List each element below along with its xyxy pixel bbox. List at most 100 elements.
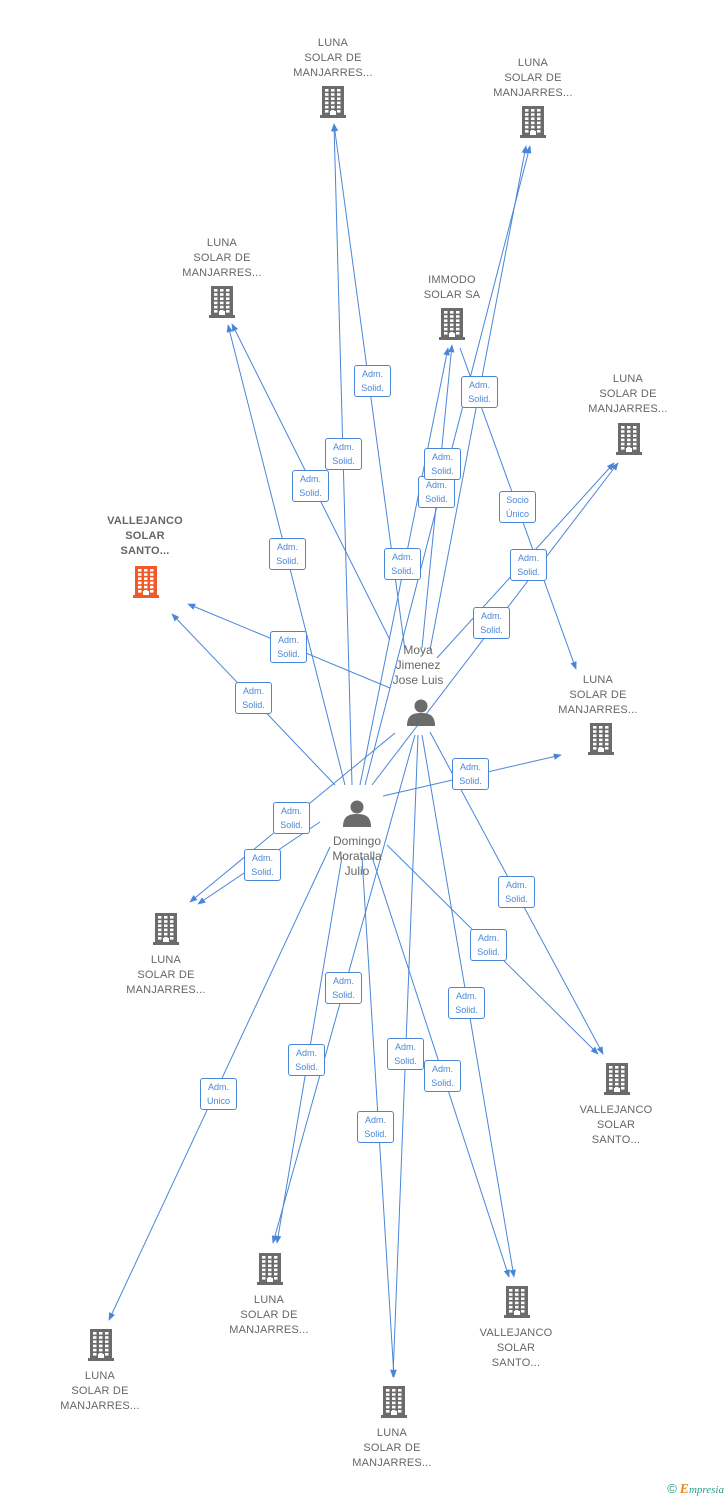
edge-label-line: Unico [206,1096,230,1106]
edge-label[interactable]: Adm. Solid. [325,972,362,1004]
node-label-line: SOLAR DE [137,969,195,981]
edge-label-line: Adm. [361,369,383,379]
edge-label[interactable]: Adm.Solid. [418,476,455,508]
building-icon[interactable] [88,1329,114,1361]
edge-label[interactable]: Adm.Solid. [235,682,272,714]
building-icon[interactable] [604,1063,630,1095]
building-icon[interactable] [320,86,346,118]
edge-label-line: Solid. [505,894,528,904]
edge-label-line: Adm. [391,552,413,562]
node-label-line: LUNA [150,954,182,966]
edge-label[interactable]: Adm.Solid. [452,758,489,790]
node-label-line: Domingo [332,834,382,848]
node-label-line: Jose Luis [392,673,444,687]
node-label-line: MANJARRES... [558,704,638,716]
edge-label-line: Adm. [332,976,354,986]
edge-label-line: Adm. [425,480,447,490]
edge-label[interactable]: Adm.Solid. [325,438,362,470]
edge-label[interactable]: Adm.Solid. [270,631,307,663]
edge-label-line: Solid. [431,1078,454,1088]
node-label-line: LUNA [206,237,238,249]
node-label-line: SOLAR DE [504,72,562,84]
edge-label[interactable]: Adm.Solid. [273,802,310,834]
edge-label-line: Adm. [276,542,298,552]
node-label-line: SANTO... [591,1134,641,1146]
building-icon[interactable] [153,913,179,945]
node-label-line: VALLEJANCO [579,1104,653,1116]
node-label-line: LUNA [317,37,349,49]
edge-label-line: Adm. [455,991,477,1001]
edge-label-line: Socio [506,495,529,505]
node-label-line: LUNA [376,1427,408,1439]
edge-label-line: Solid. [517,567,540,577]
node-label-line: SOLAR DE [599,388,657,400]
edge-label[interactable]: Adm.Solid. [470,929,507,961]
building-icon[interactable] [520,106,546,138]
edge-label[interactable]: Adm.Solid. [387,1038,424,1070]
edge-label[interactable]: Adm.Solid. [473,607,510,639]
building-icon[interactable] [504,1286,530,1318]
edge-label-line: Adm. [468,380,490,390]
building-icon[interactable] [381,1386,407,1418]
company-label[interactable]: LUNA SOLAR DE MANJARRES... [101,953,231,998]
edge-label[interactable]: Adm.Solid. [269,538,306,570]
edge-label[interactable]: Adm. Solid. [292,470,329,502]
edge-label[interactable]: Adm.Solid. [244,849,281,881]
node-label-line: SANTO... [491,1357,541,1369]
edge-label[interactable]: Adm.Solid. [424,1060,461,1092]
edge-label[interactable]: Adm.Solid. [357,1111,394,1143]
edge-label-line: Solid. [299,488,322,498]
building-icon[interactable] [439,308,465,340]
edge-label-line: Solid. [361,383,384,393]
node-label-line: LUNA [582,674,614,686]
node-label-line: MANJARRES... [293,67,373,79]
edge-label-line: Adm. [207,1082,229,1092]
building-icon[interactable] [257,1253,283,1285]
edge-label-line: Solid. [332,456,355,466]
node-label-line: MANJARRES... [60,1400,140,1412]
person-icon[interactable] [343,800,371,828]
edge-label-line: Adm. [459,762,481,772]
edge-label[interactable]: Adm.Solid. [288,1044,325,1076]
edge-label-line: Adm. [517,553,539,563]
edge-label[interactable]: Adm. Solid. [461,376,498,408]
edge-label-line: Adm. [280,806,302,816]
edge-label[interactable]: Adm. Unico [200,1078,237,1110]
edge-label[interactable]: Adm. Solid. [510,549,547,581]
building-icon[interactable] [588,723,614,755]
node-label-line: LUNA [253,1294,285,1306]
node-label-line: MANJARRES... [588,403,668,415]
building-icon[interactable] [133,566,159,598]
building-icon[interactable] [616,423,642,455]
edge-label[interactable]: Adm.Solid. [424,448,461,480]
footer-brand[interactable]: © Empresia [667,1481,724,1498]
edge-label-line: Solid. [295,1062,318,1072]
edge-label-line: Adm. [299,474,321,484]
edge-label[interactable]: Adm. Solid. [354,365,391,397]
person-icon[interactable] [407,699,435,727]
edge-label[interactable]: Adm.Solid. [498,876,535,908]
edge-label[interactable]: Adm.Solid. [384,548,421,580]
edge-label-line: Solid. [332,990,355,1000]
edge-label[interactable]: Adm.Solid. [448,987,485,1019]
edge-label-line: Solid. [468,394,491,404]
node-label-line: MANJARRES... [126,984,206,996]
brand-initial: E [679,1482,689,1497]
node-label-line: LUNA [84,1370,116,1382]
building-icon[interactable] [209,286,235,318]
